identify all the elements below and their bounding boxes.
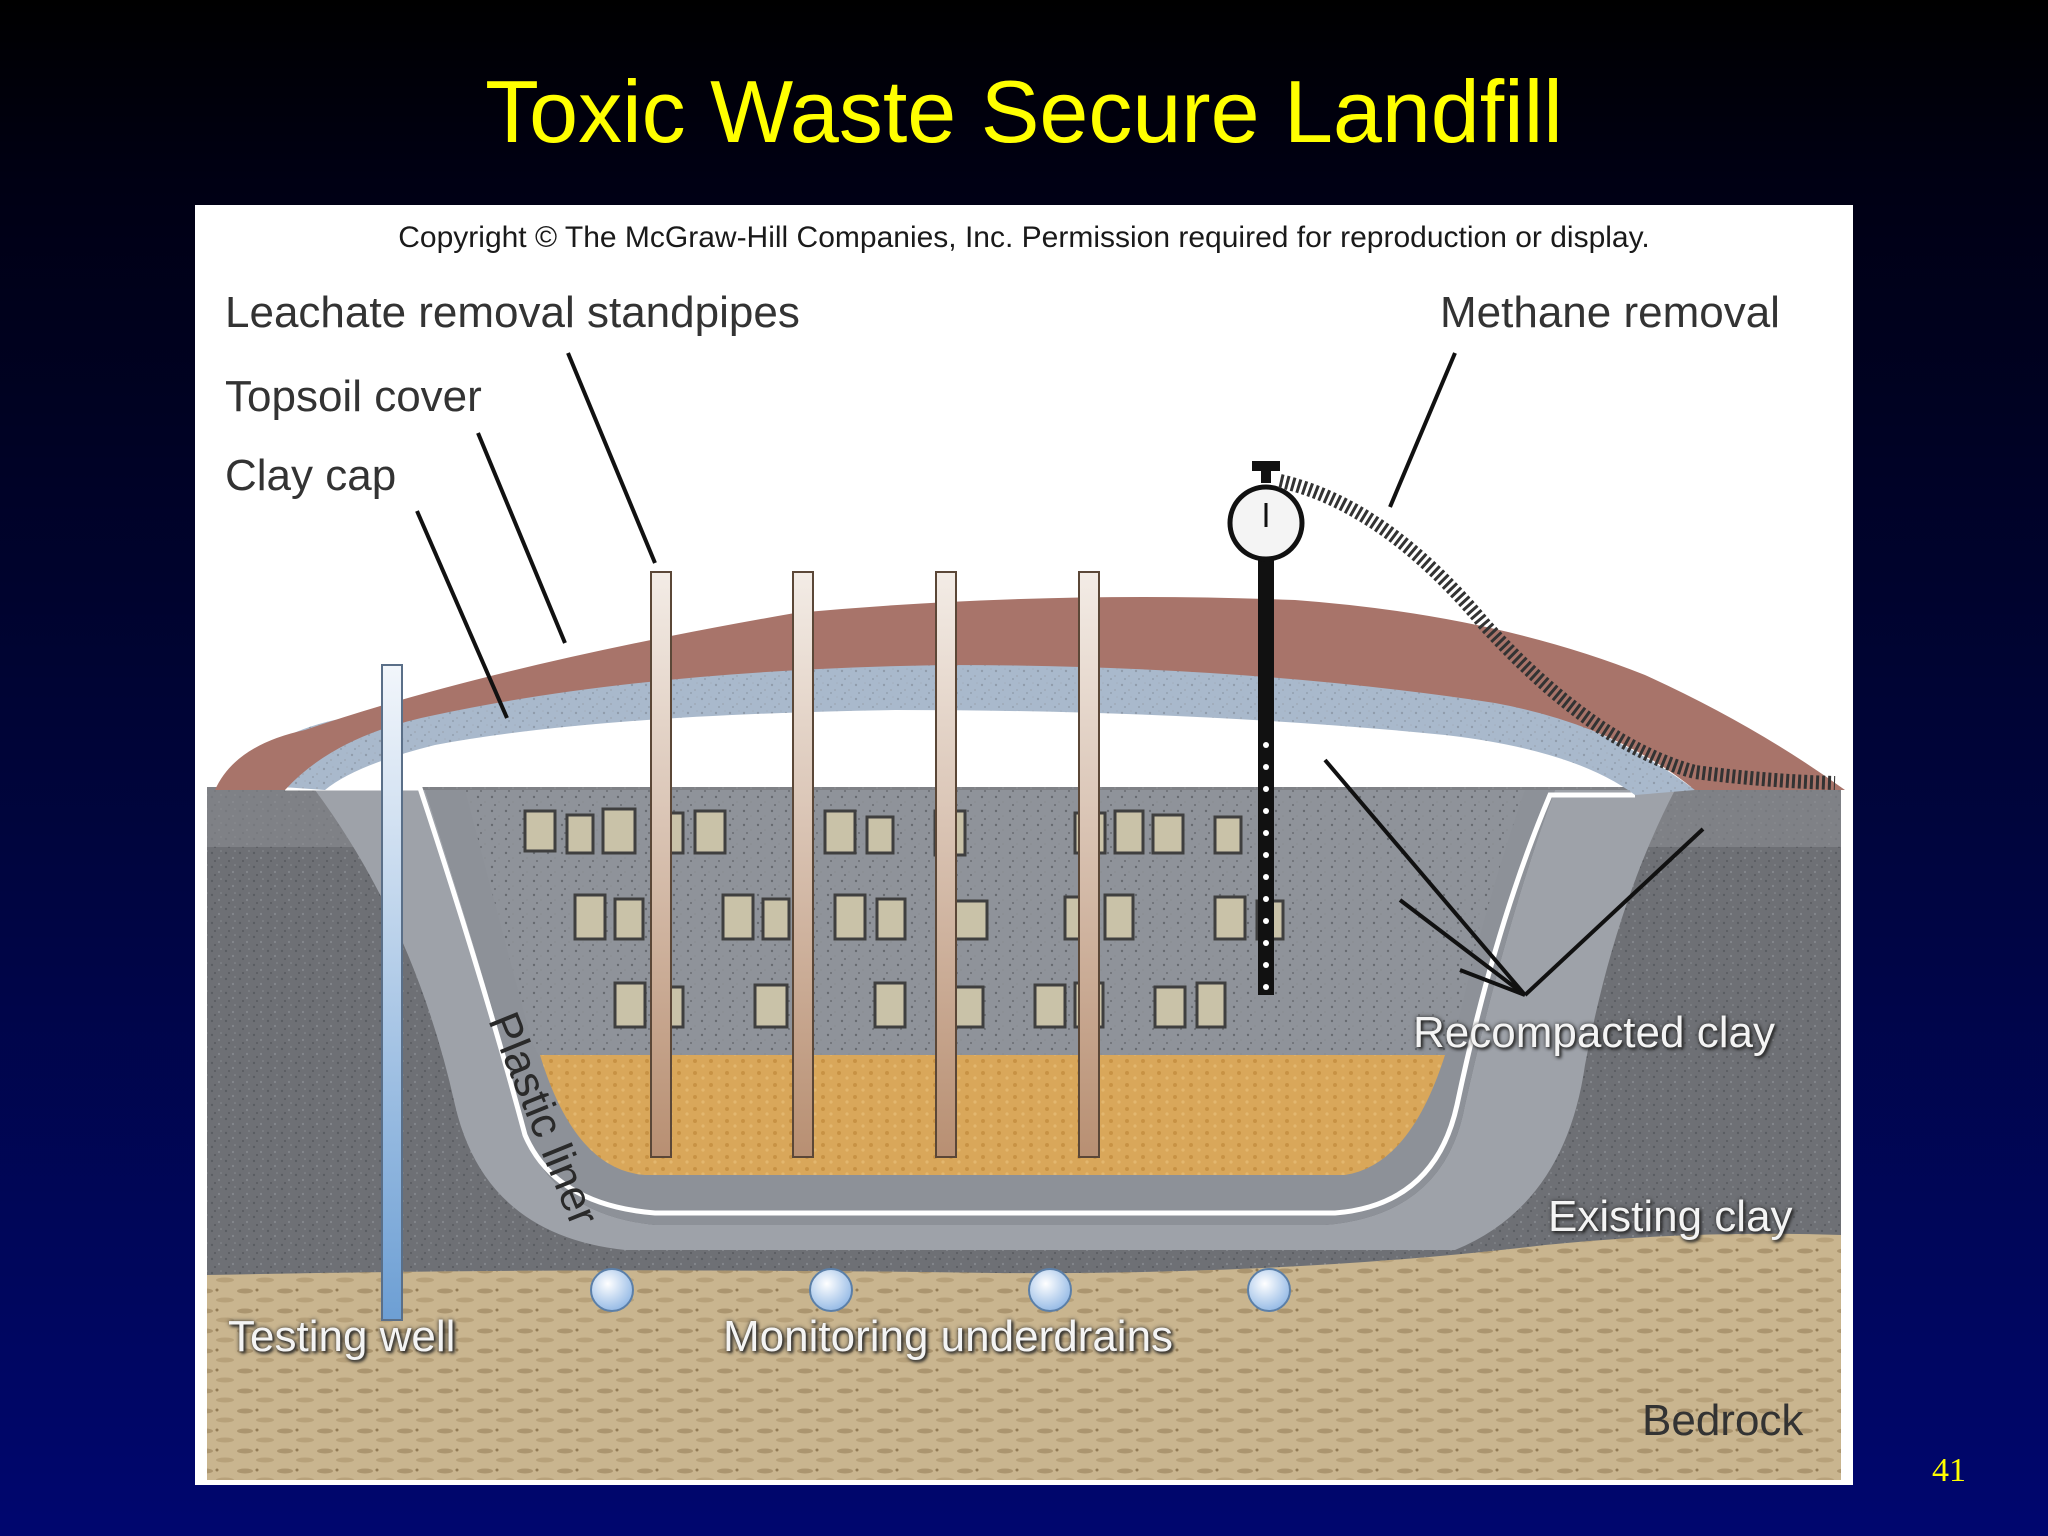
monitoring-underdrains	[590, 1268, 1291, 1312]
standpipe	[792, 571, 814, 1158]
page-number: 41	[1932, 1452, 1966, 1489]
underdrain	[1247, 1268, 1291, 1312]
leader-lines	[415, 352, 1705, 997]
leachate-standpipes	[650, 571, 1100, 1158]
slide-title: Toxic Waste Secure Landfill	[485, 62, 1563, 161]
leader-clay-cap	[415, 510, 509, 719]
underdrain	[590, 1268, 634, 1312]
standpipe	[650, 571, 672, 1158]
underdrain	[809, 1268, 853, 1312]
landfill-cross-section-graphic	[207, 352, 1845, 1480]
methane-removal-assembly	[1227, 461, 1836, 995]
label-clay-cap: Clay cap	[225, 451, 397, 500]
label-testing-well: Testing well	[228, 1312, 456, 1361]
label-monitoring-underdrains: Monitoring underdrains	[723, 1312, 1174, 1361]
leader-recompacted-2	[1398, 898, 1527, 997]
leader-topsoil	[476, 432, 567, 644]
label-methane-removal: Methane removal	[1440, 288, 1780, 337]
label-leachate-removal-standpipes: Leachate removal standpipes	[225, 288, 800, 337]
standpipe	[1078, 571, 1100, 1158]
leader-recompacted-4	[1523, 827, 1705, 997]
copyright-notice: Copyright © The McGraw-Hill Companies, I…	[398, 221, 1650, 254]
leader-recompacted-3	[1459, 968, 1526, 997]
testing-well-pipe	[381, 664, 403, 1321]
label-topsoil-cover: Topsoil cover	[225, 372, 482, 421]
topsoil-cover-layer	[215, 596, 1845, 790]
methane-collection-hose	[1278, 474, 1836, 790]
label-bedrock: Bedrock	[1642, 1396, 1804, 1445]
leader-recompacted-1	[1323, 758, 1527, 997]
leader-standpipes	[566, 352, 657, 564]
leader-methane	[1388, 352, 1457, 508]
landfill-diagram: Copyright © The McGraw-Hill Companies, I…	[195, 205, 1853, 1485]
standpipe	[935, 571, 957, 1158]
label-existing-clay: Existing clay	[1548, 1192, 1793, 1241]
recompacted-clay-layer	[315, 790, 1675, 1250]
underdrain	[1028, 1268, 1072, 1312]
label-recompacted-clay: Recompacted clay	[1413, 1008, 1775, 1057]
